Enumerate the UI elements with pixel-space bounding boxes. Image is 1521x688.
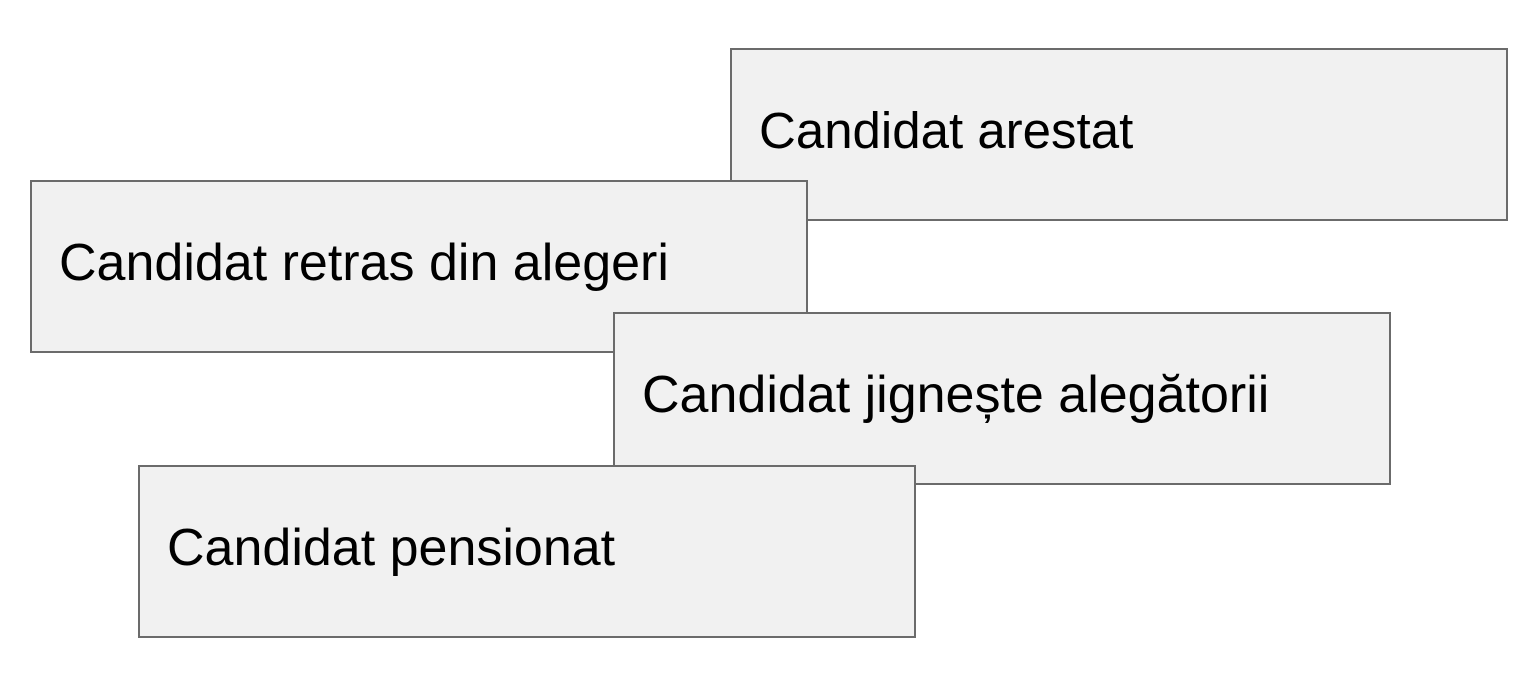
card-label: Candidat pensionat: [167, 518, 616, 577]
card-candidat-jigneste-alegatorii: Candidat jignește alegătorii: [613, 312, 1391, 485]
card-label: Candidat jignește alegătorii: [642, 365, 1270, 424]
card-label: Candidat arestat: [759, 102, 1134, 159]
card-candidat-pensionat: Candidat pensionat: [138, 465, 916, 638]
card-candidat-retras-din-alegeri: Candidat retras din alegeri: [30, 180, 808, 353]
card-label: Candidat retras din alegeri: [59, 233, 669, 292]
card-candidat-arestat: Candidat arestat: [730, 48, 1508, 221]
